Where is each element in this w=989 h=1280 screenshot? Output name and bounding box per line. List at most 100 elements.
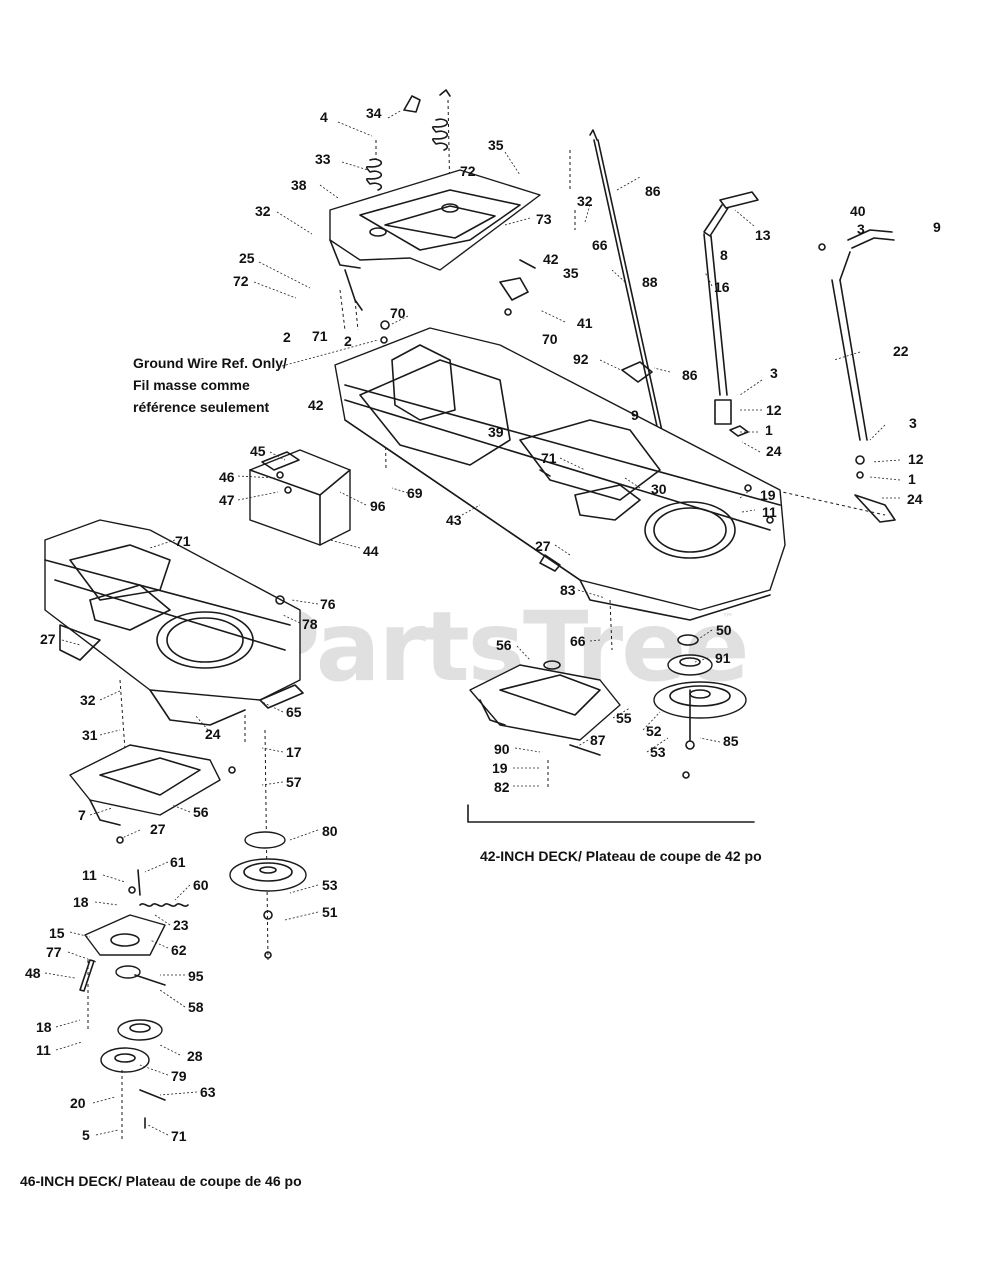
callout-3: 40 <box>850 203 866 219</box>
callout-2b: 2 <box>344 333 352 349</box>
callout-32b: 32 <box>577 193 593 209</box>
callout-35b: 72 <box>233 273 249 289</box>
lift-lever <box>703 191 759 437</box>
callout-18: 18 <box>73 894 89 910</box>
callout-11c: 11 <box>36 1042 51 1058</box>
callout-63: 63 <box>200 1084 216 1100</box>
callout-4: 4 <box>320 109 328 125</box>
callout-95: 95 <box>188 968 204 984</box>
callout-71b: 71 <box>541 450 557 466</box>
callout-56: 56 <box>496 637 512 653</box>
callout-73: 73 <box>536 211 552 227</box>
callout-27: 27 <box>535 538 551 554</box>
callout-86b: 86 <box>682 367 698 383</box>
callout-80: 80 <box>322 823 338 839</box>
ground-wire-note-line2: Fil masse comme <box>133 377 250 393</box>
callout-90: 90 <box>494 741 510 757</box>
callout-15: 15 <box>49 925 65 941</box>
callout-48: 48 <box>25 965 41 981</box>
callout-51: 51 <box>322 904 338 920</box>
callout-78: 78 <box>302 616 318 632</box>
callout-22: 22 <box>893 343 909 359</box>
callout-12b: 12 <box>908 451 924 467</box>
right-lever <box>759 229 896 523</box>
callout-25: 8 <box>720 247 728 263</box>
callout-19: 19 <box>760 487 776 503</box>
caption-46-inch-deck: 46-INCH DECK/ Plateau de coupe de 46 po <box>20 1173 302 1189</box>
callout-27b: 27 <box>40 631 56 647</box>
callout-46: 46 <box>219 469 235 485</box>
lift-rod <box>589 129 665 441</box>
callout-24b: 24 <box>907 491 923 507</box>
callout-16: 16 <box>714 279 730 295</box>
callout-27c: 27 <box>150 821 166 837</box>
seat-bracket-assembly <box>329 89 576 471</box>
ground-wire-note-line1: Ground Wire Ref. Only/ <box>133 355 287 371</box>
deck-46-idler <box>79 869 189 1140</box>
callout-2: 2 <box>283 329 291 345</box>
callout-71c: 71 <box>175 533 191 549</box>
callout-39: 39 <box>488 424 504 440</box>
ground-wire-note: Ground Wire Ref. Only/ Fil masse comme r… <box>133 355 287 415</box>
callout-52: 52 <box>646 723 662 739</box>
callout-47: 47 <box>219 492 235 508</box>
leader-lines <box>44 109 901 1136</box>
callout-3c: 3 <box>909 415 917 431</box>
callout-58: 58 <box>188 999 204 1015</box>
callout-62: 62 <box>171 942 187 958</box>
callout-70b: 70 <box>542 331 558 347</box>
callout-79: 79 <box>171 1068 187 1084</box>
callout-30: 30 <box>651 481 667 497</box>
callout-41: 41 <box>577 315 593 331</box>
watermark-trademark: ™ <box>722 611 734 625</box>
callout-43: 43 <box>446 512 462 528</box>
callout-18b: 18 <box>36 1019 52 1035</box>
callout-24c: 24 <box>205 726 221 742</box>
callout-31: 31 <box>82 727 98 743</box>
deck-42-bracket-line <box>467 804 755 823</box>
callout-77: 77 <box>46 944 62 960</box>
callout-53: 53 <box>650 744 666 760</box>
callout-72b: 25 <box>239 250 255 266</box>
callout-86: 86 <box>645 183 661 199</box>
callout-66b: 66 <box>570 633 586 649</box>
callout-34: 34 <box>366 105 382 121</box>
callout-50: 50 <box>716 622 732 638</box>
callout-5: 5 <box>82 1127 90 1143</box>
callout-87: 87 <box>590 732 606 748</box>
callout-38: 38 <box>291 177 307 193</box>
callout-11b: 11 <box>82 867 97 883</box>
callout-numbers: 34 4 33 38 32 35 72 32 86 66 13 73 42 40… <box>25 105 941 1144</box>
callout-17: 17 <box>286 744 302 760</box>
callout-32c: 32 <box>80 692 96 708</box>
callout-32: 32 <box>255 203 271 219</box>
deck-42-bracket <box>469 599 747 790</box>
callout-24: 24 <box>766 443 782 459</box>
callout-85: 85 <box>723 733 739 749</box>
callout-72: 72 <box>460 163 476 179</box>
callout-60: 60 <box>193 877 209 893</box>
callout-7: 7 <box>78 807 86 823</box>
callout-57: 57 <box>286 774 302 790</box>
callout-91: 91 <box>715 650 731 666</box>
main-frame-42 <box>334 327 786 621</box>
callout-96: 96 <box>370 498 386 514</box>
callout-9b: 9 <box>631 407 639 423</box>
callout-76: 76 <box>320 596 336 612</box>
callout-83: 83 <box>560 582 576 598</box>
callout-42: 42 <box>543 251 559 267</box>
caption-42-inch-deck: 42-INCH DECK/ Plateau de coupe de 42 po <box>480 848 762 864</box>
callout-44: 44 <box>363 543 379 559</box>
main-frame-46 <box>44 519 304 751</box>
callout-1: 1 <box>765 422 773 438</box>
callout-28: 28 <box>187 1048 203 1064</box>
callout-71: 71 <box>312 328 328 344</box>
callout-69: 69 <box>407 485 423 501</box>
callout-12: 12 <box>766 402 782 418</box>
callout-23: 23 <box>173 917 189 933</box>
callout-71d: 71 <box>171 1128 187 1144</box>
ground-wire-note-line3: référence seulement <box>133 399 270 415</box>
deck-46-bracket <box>69 744 221 844</box>
callout-35: 35 <box>488 137 504 153</box>
battery-box <box>249 449 351 546</box>
